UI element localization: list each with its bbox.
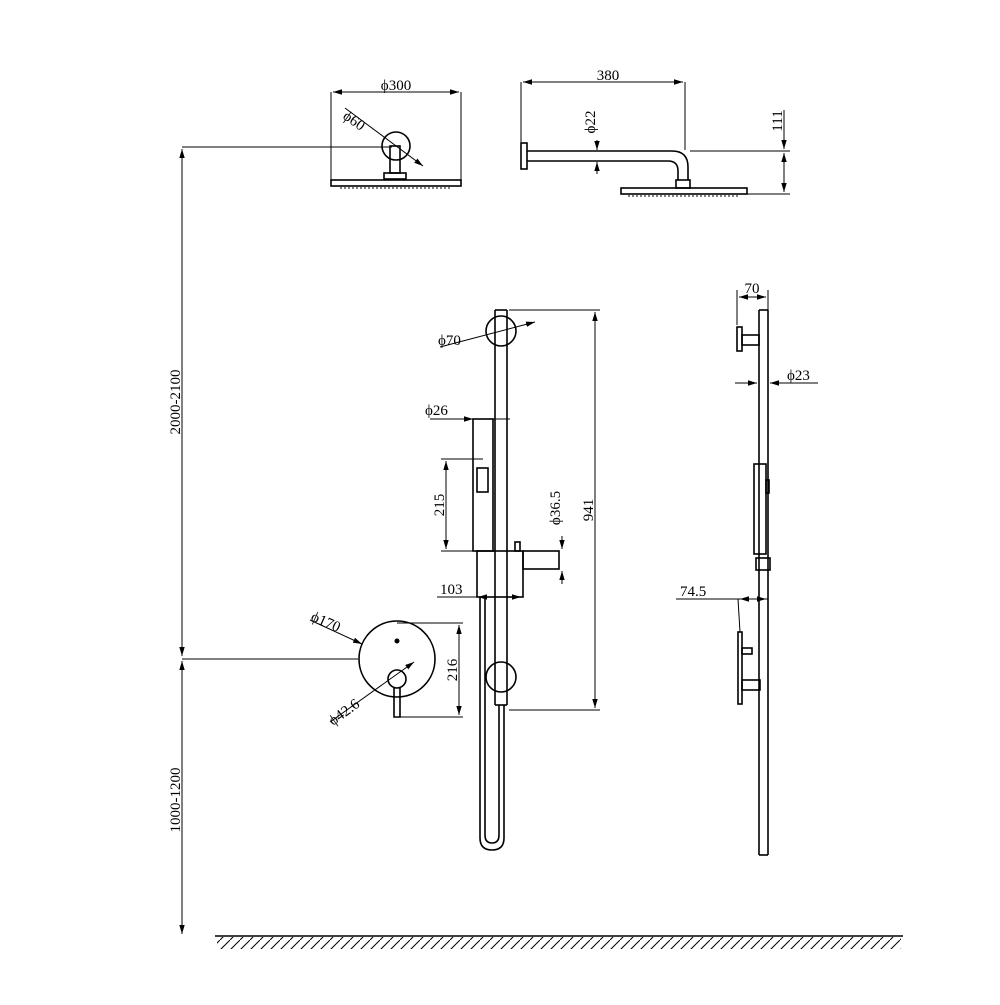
mixer-projection-label: 74.5 <box>680 584 706 600</box>
mixer-height-dim-label: 216 <box>445 658 461 681</box>
rail-diameter-label: ϕ23 <box>787 368 810 384</box>
handle-diameter-label: ϕ42.6 <box>326 696 363 729</box>
floor <box>215 935 903 949</box>
head-height-label: 2000-2100 <box>168 370 184 435</box>
handshower-diameter-label: ϕ26 <box>425 403 448 419</box>
slider-diameter-label: ϕ36.5 <box>548 491 564 525</box>
mixer-plate-diameter-label: ϕ170 <box>308 609 342 636</box>
shower-arm-side-view: 380 ϕ22 111 <box>520 68 790 197</box>
arm-drop-label: 111 <box>770 110 786 131</box>
arm-pipe-diameter-label: ϕ22 <box>583 111 599 134</box>
head-height-dimension: 2000-2100 <box>168 146 392 656</box>
rail-length-label: 941 <box>581 499 597 522</box>
head-diameter-label: ϕ300 <box>381 78 411 94</box>
arm-length-label: 380 <box>597 68 620 84</box>
mixer-height-dimension: 1000-1200 <box>168 658 358 934</box>
shower-head-front-view: ϕ300 ϕ60 <box>330 78 462 189</box>
flange-diameter-label: ϕ60 <box>340 108 368 134</box>
mixer-front-view: 216 ϕ170 ϕ42.6 <box>308 609 463 729</box>
rail-side-view: 70 ϕ23 74.5 <box>676 281 818 856</box>
rail-front-view: ϕ26 215 103 ϕ36.5 ϕ70 941 <box>425 309 600 851</box>
handshower-length-label: 215 <box>432 494 448 517</box>
slider-projection-label: 103 <box>440 582 463 598</box>
bracket-diameter-label: ϕ70 <box>438 333 461 349</box>
rail-projection-label: 70 <box>745 281 760 297</box>
mixer-height-label: 1000-1200 <box>168 768 184 833</box>
